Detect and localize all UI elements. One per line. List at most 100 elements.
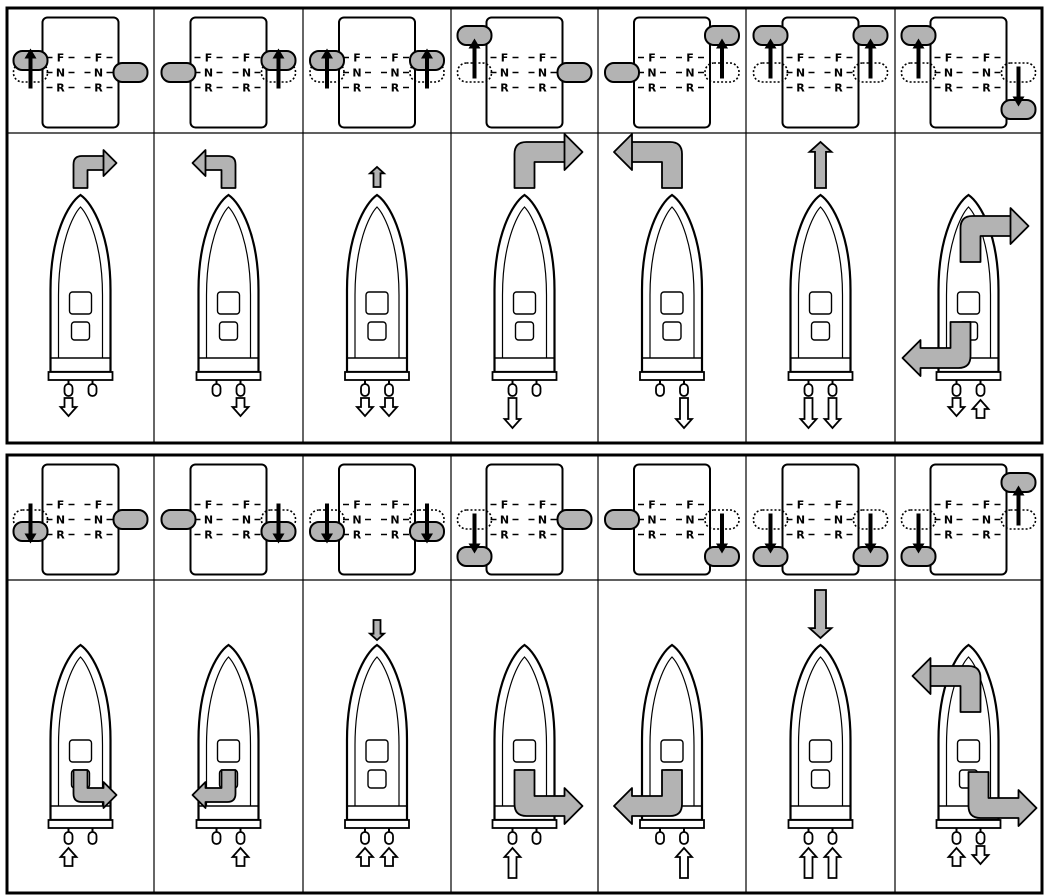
lever-letter-f: F [945, 52, 953, 65]
lever-letter-n: N [796, 514, 805, 527]
thrust-arrow-down [378, 397, 400, 418]
engine [87, 383, 98, 397]
console [956, 739, 981, 763]
motion-arrow-backward [367, 619, 387, 642]
deck-line [649, 206, 695, 358]
thrust-arrow-up [58, 846, 79, 867]
control-box [781, 463, 860, 576]
diagram-row-frame [5, 453, 1044, 895]
control-box [338, 463, 416, 576]
engine [975, 831, 986, 845]
lever-arrow-head [421, 533, 433, 544]
lever-arrow-head [468, 543, 481, 554]
lever-letter-n: N [500, 514, 509, 527]
lever-letter-n: N [94, 67, 103, 80]
lever-handle [112, 62, 149, 83]
lever-letter-f: F [243, 499, 251, 512]
lever-letter-f: F [686, 52, 694, 65]
lever-letter-n: N [390, 514, 399, 527]
lever-letter-f: F [686, 499, 694, 512]
lever-letter-f: F [205, 499, 213, 512]
lever-letter-n: N [352, 67, 361, 80]
lever-arrow-head [864, 38, 877, 49]
boat [787, 643, 854, 845]
lever-letter-n: N [685, 67, 694, 80]
lever-arrow-head [468, 38, 481, 49]
lever-letter-f: F [983, 499, 991, 512]
thrust-arrow-down [230, 397, 251, 418]
seat [810, 321, 831, 341]
swim-platform [935, 819, 1002, 829]
lever-letter-f: F [835, 52, 843, 65]
control-box [929, 16, 1008, 129]
lever-letter-r: R [834, 529, 843, 542]
console [68, 739, 93, 763]
lever-letter-n: N [647, 514, 656, 527]
motion-arrow-backward [807, 589, 834, 640]
motion-arrow-forward [367, 165, 387, 188]
control-box [781, 16, 860, 129]
boat [47, 193, 114, 397]
lever-letter-r: R [538, 82, 547, 95]
lever-letter-r: R [391, 529, 400, 542]
lever-letter-n: N [647, 67, 656, 80]
engine [384, 831, 394, 845]
hull [789, 643, 852, 822]
lever-letter-f: F [353, 52, 361, 65]
console [216, 291, 241, 315]
motion-arrow-turn-right [72, 149, 118, 189]
boat [47, 643, 114, 845]
lever-letter-r: R [834, 82, 843, 95]
swim-platform [195, 371, 262, 381]
lever-letter-f: F [983, 52, 991, 65]
lever-letter-n: N [538, 514, 547, 527]
thrust-arrow-up [798, 846, 819, 879]
boat [639, 193, 705, 397]
lever-letter-n: N [56, 514, 65, 527]
lever-handle [160, 62, 197, 83]
deck-line [797, 206, 844, 358]
engine [235, 831, 246, 845]
console [512, 739, 537, 763]
engine [679, 831, 689, 845]
swim-platform [787, 371, 854, 381]
motion-arrow-forward [807, 140, 834, 189]
lever-handle [556, 509, 593, 530]
lever-letter-r: R [204, 529, 213, 542]
boat [491, 193, 558, 397]
lever-letter-f: F [391, 499, 399, 512]
lever-letter-n: N [352, 514, 361, 527]
lever-handle [556, 62, 593, 83]
deck-line [205, 206, 252, 358]
lever-handle [604, 509, 640, 530]
thrust-arrow-down [354, 397, 376, 418]
engine [655, 383, 665, 397]
lever-letter-n: N [56, 67, 65, 80]
hull [789, 193, 852, 374]
lever-arrow-head [272, 48, 285, 59]
motion-arrow-stern-left [613, 769, 683, 825]
engine [507, 383, 518, 397]
lever-letter-r: R [204, 82, 213, 95]
console [365, 739, 389, 763]
engine [384, 383, 394, 397]
console [216, 739, 241, 763]
swim-platform [195, 819, 262, 829]
boat [195, 643, 262, 845]
engine [235, 383, 246, 397]
engine [63, 383, 74, 397]
deck-line [57, 656, 104, 806]
motion-arrow-turn-right [513, 133, 584, 189]
lever-letter-f: F [391, 52, 399, 65]
console [660, 739, 684, 763]
lever-letter-n: N [982, 67, 991, 80]
engine [951, 383, 962, 397]
thrust-arrow-down [673, 397, 695, 430]
deck-line [797, 656, 844, 806]
engine [360, 831, 370, 845]
